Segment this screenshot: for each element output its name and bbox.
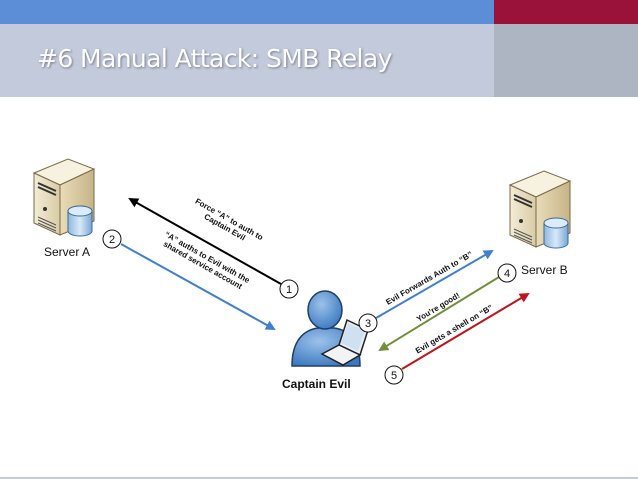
step-3-arrow — [375, 249, 494, 319]
svg-text:You’re good!: You’re good! — [415, 291, 461, 324]
step-5-badge: 5 — [384, 365, 404, 385]
step-4-badge: 4 — [497, 263, 517, 283]
step-5-arrow — [401, 292, 530, 370]
svg-text:3: 3 — [365, 318, 371, 330]
footer-divider — [0, 477, 638, 479]
step-2-badge: 2 — [102, 229, 122, 249]
top-accent-bar — [0, 0, 494, 24]
title-band-side — [494, 24, 638, 97]
attacker-label: Captain Evil — [282, 377, 351, 391]
server-database-icon — [32, 158, 96, 237]
svg-text:2: 2 — [109, 234, 115, 246]
server-a-label: Server A — [44, 245, 90, 259]
step-4-label: You’re good! — [415, 291, 461, 324]
server-b-label: Server B — [521, 263, 568, 277]
server-a — [32, 158, 96, 237]
step-1-label: Force “A” to auth to Captain Evil — [194, 197, 265, 243]
svg-text:5: 5 — [391, 370, 397, 382]
title-band — [0, 24, 494, 97]
user-laptop-icon — [291, 290, 369, 367]
slide-title: #6 Manual Attack: SMB Relay — [37, 44, 392, 73]
step-3-badge: 3 — [358, 313, 378, 333]
server-database-icon — [508, 170, 572, 249]
svg-text:4: 4 — [504, 268, 510, 280]
attacker — [291, 290, 369, 367]
step-2-arrow — [120, 243, 276, 330]
step-1-arrow — [128, 198, 282, 285]
step-4-arrow — [378, 276, 500, 352]
svg-text:1: 1 — [286, 284, 292, 296]
step-1-badge: 1 — [279, 279, 299, 299]
server-b — [508, 170, 572, 249]
top-accent-bar-right — [494, 0, 638, 24]
